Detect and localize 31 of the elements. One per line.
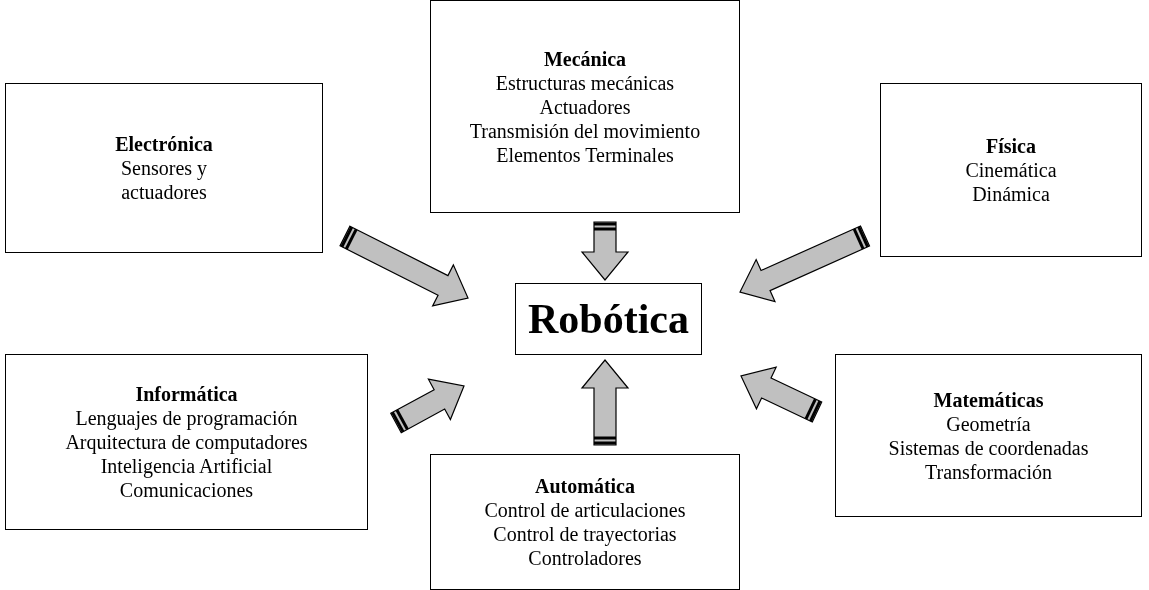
text-box <box>880 83 1142 257</box>
list-item: Comunicaciones <box>118 478 255 502</box>
list-item: Arquitectura de computadores <box>64 430 309 454</box>
text-box <box>430 0 740 213</box>
heading: Robótica <box>527 295 690 343</box>
list-item: Estructuras mecánicas <box>494 70 676 95</box>
list-item: Sistemas de coordenadas <box>887 435 1090 460</box>
list-item: Lenguajes de programación <box>74 406 299 430</box>
heading: Física <box>985 134 1037 158</box>
list-item: Transformación <box>924 459 1053 484</box>
list-item: Actuadores <box>538 94 632 119</box>
text-box <box>515 283 702 355</box>
text-box <box>835 354 1142 517</box>
text-box <box>5 354 368 530</box>
list-item: Transmisión del movimiento <box>468 118 702 143</box>
list-item: Control de articulaciones <box>483 498 687 522</box>
list-item: Inteligencia Artificial <box>99 454 274 478</box>
list-item: Elementos Terminales <box>495 142 675 167</box>
list-item: Controladores <box>527 546 643 570</box>
list-item: Dinámica <box>971 182 1051 206</box>
heading: Mecánica <box>542 46 628 71</box>
heading: Electrónica <box>114 132 214 156</box>
heading: Automática <box>534 474 636 498</box>
list-item: Geometría <box>945 411 1032 436</box>
list-item: Sensores y actuadores <box>119 156 209 204</box>
heading: Informática <box>134 382 239 406</box>
list-item: Control de trayectorias <box>492 522 678 546</box>
list-item: Cinemática <box>964 158 1058 182</box>
text-box <box>430 454 740 590</box>
text-box <box>5 83 323 253</box>
heading: Matemáticas <box>932 387 1045 412</box>
